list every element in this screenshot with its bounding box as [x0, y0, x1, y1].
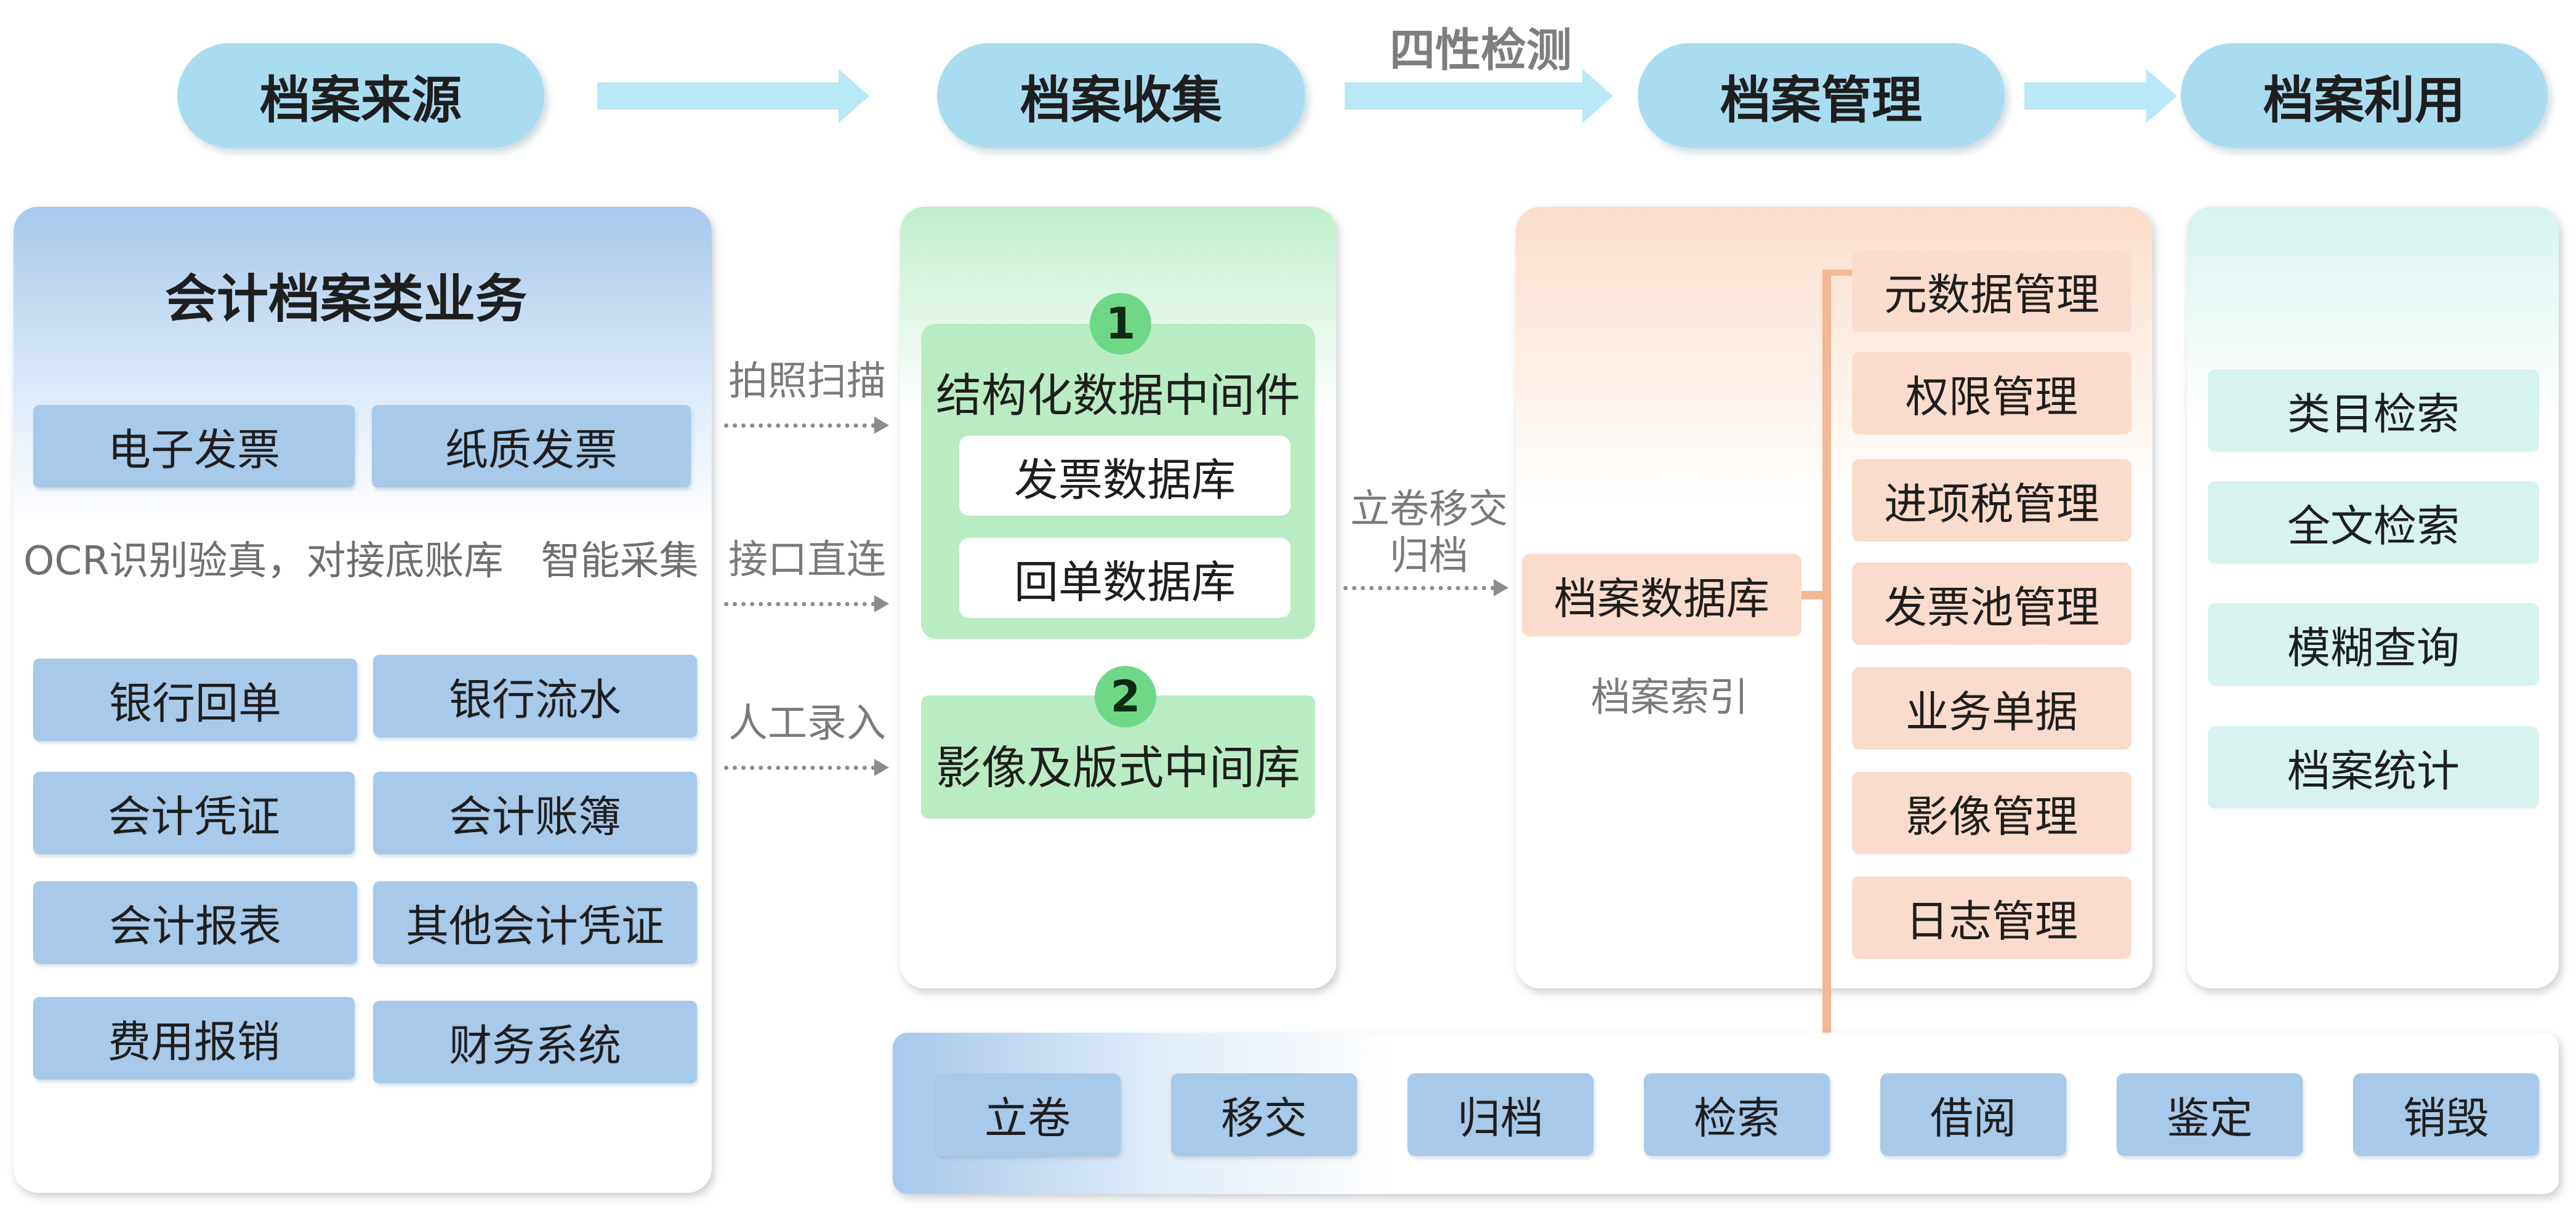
collect-panel: 1 结构化数据中间件 发票数据库 回单数据库 2 影像及版式中间库: [900, 207, 1336, 988]
badge-1: 1: [1090, 293, 1151, 355]
manage-item-invoice-pool: 发票池管理: [1852, 563, 2131, 645]
structured-middleware-title: 结构化数据中间件: [936, 369, 1300, 422]
source-caption: OCR识别验真，对接底账库 智能采集: [23, 539, 699, 584]
transfer-label-line1: 立卷移交: [1350, 487, 1508, 532]
manage-item-input-tax: 进项税管理: [1852, 459, 2131, 542]
stage-archive-manage: 档案管理: [1638, 43, 2005, 148]
lifecycle-file: 立卷: [935, 1073, 1121, 1156]
manage-item-image: 影像管理: [1852, 772, 2131, 854]
channel-api-link-arrowhead: [874, 595, 889, 612]
use-item-fuzzy-query: 模糊查询: [2208, 603, 2539, 686]
archive-index: 档案索引: [1591, 675, 1749, 721]
channel-manual-entry-arrowhead: [874, 759, 889, 776]
stage-archive-collect: 档案收集: [937, 43, 1305, 148]
manage-item-business-docs: 业务单据: [1852, 667, 2131, 750]
source-item-paper-invoice: 纸质发票: [372, 405, 691, 487]
arrow-collect-to-manage: [1345, 69, 1613, 123]
manage-item-metadata: 元数据管理: [1852, 250, 2131, 332]
source-item-report: 会计报表: [33, 881, 357, 964]
use-panel: 类目检索 全文检索 模糊查询 档案统计: [2187, 207, 2559, 988]
stage-archive-use: 档案利用: [2181, 43, 2548, 148]
transfer-arrowhead: [1494, 579, 1508, 596]
channel-photo-scan: 拍照扫描: [728, 359, 886, 404]
source-item-bank-flow: 银行流水: [373, 655, 697, 737]
channel-manual-entry: 人工录入: [728, 701, 886, 747]
channel-manual-entry-line: [724, 766, 875, 770]
manage-item-log: 日志管理: [1852, 876, 2131, 959]
use-item-statistics: 档案统计: [2208, 726, 2539, 809]
use-item-category-search: 类目检索: [2208, 369, 2539, 452]
channel-api-link-line: [724, 602, 875, 606]
archive-database: 档案数据库: [1522, 554, 1801, 636]
lifecycle-destroy: 销毁: [2353, 1073, 2539, 1156]
lifecycle-archive: 归档: [1407, 1073, 1593, 1156]
arrow-source-to-collect: [597, 69, 869, 123]
transfer-line: [1343, 586, 1495, 590]
source-item-expense: 费用报销: [33, 997, 355, 1080]
arrow-manage-to-use: [2024, 69, 2177, 123]
source-item-voucher: 会计凭证: [33, 772, 355, 854]
bracket-connector-v: [1822, 270, 1831, 1116]
channel-api-link: 接口直连: [728, 537, 886, 583]
channel-photo-scan-line: [724, 423, 875, 428]
badge-2: 2: [1095, 666, 1156, 727]
source-item-bank-receipt: 银行回单: [33, 659, 357, 741]
source-item-e-invoice: 电子发票: [33, 405, 355, 487]
receipt-database: 回单数据库: [959, 538, 1290, 618]
lifecycle-bar: 立卷 移交 归档 检索 借阅 鉴定 销毁: [893, 1033, 2559, 1194]
lifecycle-borrow: 借阅: [1880, 1073, 2066, 1156]
stage-archive-source: 档案来源: [177, 43, 544, 148]
source-panel-title: 会计档案类业务: [164, 268, 527, 329]
lifecycle-transfer: 移交: [1171, 1073, 1357, 1156]
source-item-finance-system: 财务系统: [373, 1001, 697, 1083]
bracket-tick-top: [1822, 270, 1862, 276]
lifecycle-search: 检索: [1644, 1073, 1830, 1156]
image-layout-middleware: 影像及版式中间库: [936, 741, 1300, 795]
lifecycle-appraise: 鉴定: [2117, 1073, 2303, 1156]
four-checks-label: 四性检测: [1390, 24, 1572, 77]
source-item-ledger: 会计账簿: [373, 772, 697, 854]
channel-photo-scan-arrowhead: [874, 417, 889, 434]
manage-item-permission: 权限管理: [1852, 352, 2131, 435]
invoice-database: 发票数据库: [959, 436, 1290, 516]
source-item-other-voucher: 其他会计凭证: [373, 881, 697, 964]
source-panel: 会计档案类业务 电子发票 纸质发票 OCR识别验真，对接底账库 智能采集 银行回…: [14, 207, 712, 1193]
manage-panel: 档案数据库 档案索引 元数据管理 权限管理 进项税管理 发票池管理 业务单据 影…: [1516, 207, 2152, 1116]
transfer-label-line2: 归档: [1390, 534, 1468, 579]
use-item-fulltext-search: 全文检索: [2208, 481, 2539, 564]
